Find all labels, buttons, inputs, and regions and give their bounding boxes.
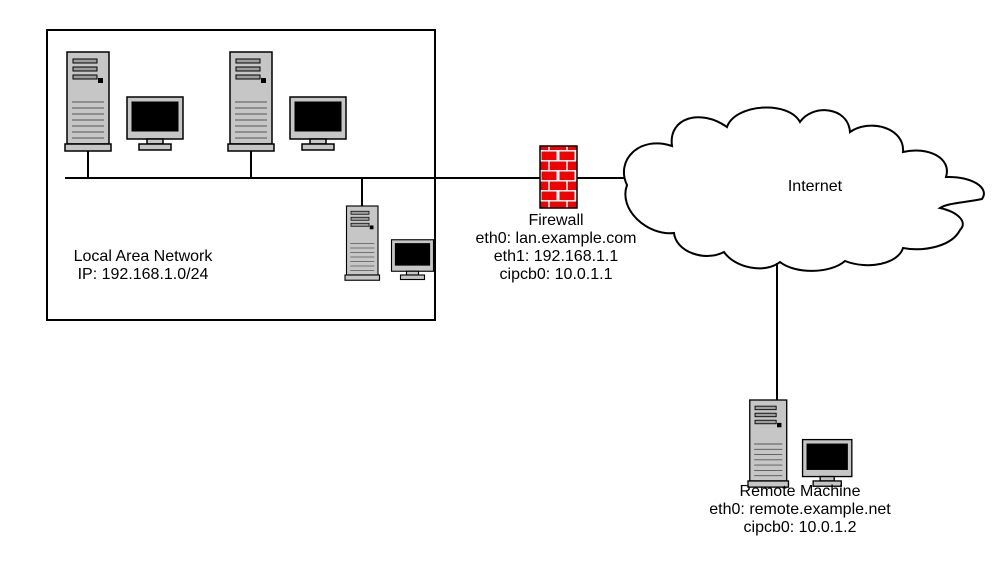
remote-title: Remote Machine (739, 483, 861, 500)
lan-workstation-1-icon (64, 51, 184, 152)
firewall-icon (539, 145, 578, 209)
remote-machine-label: Remote Machine eth0: remote.example.net … (650, 483, 950, 537)
firewall-title: Firewall (528, 212, 584, 229)
internet-label: Internet (715, 178, 915, 196)
lan-boundary-box (46, 29, 436, 321)
firewall-eth1-address: eth1: 192.168.1.1 (493, 248, 619, 265)
internet-cloud-icon (623, 106, 985, 272)
remote-workstation-icon (747, 399, 853, 488)
lan-workstation-2-icon (227, 51, 347, 152)
firewall-eth0-address: eth0: lan.example.com (475, 230, 637, 247)
internet-title: Internet (787, 178, 843, 195)
remote-eth0-address: eth0: remote.example.net (709, 501, 891, 518)
lan-title: Local Area Network (73, 248, 213, 265)
firewall-bricks (540, 146, 577, 208)
firewall-label: Firewall eth0: lan.example.com eth1: 192… (406, 212, 706, 284)
firewall-outline (539, 145, 578, 209)
lan-ip-address: IP: 192.168.1.0/24 (77, 266, 209, 283)
remote-cipcb0-address: cipcb0: 10.0.1.2 (743, 519, 857, 536)
firewall-cipcb0-address: cipcb0: 10.0.1.1 (499, 266, 613, 283)
lan-label: Local Area Network IP: 192.168.1.0/24 (43, 248, 243, 284)
